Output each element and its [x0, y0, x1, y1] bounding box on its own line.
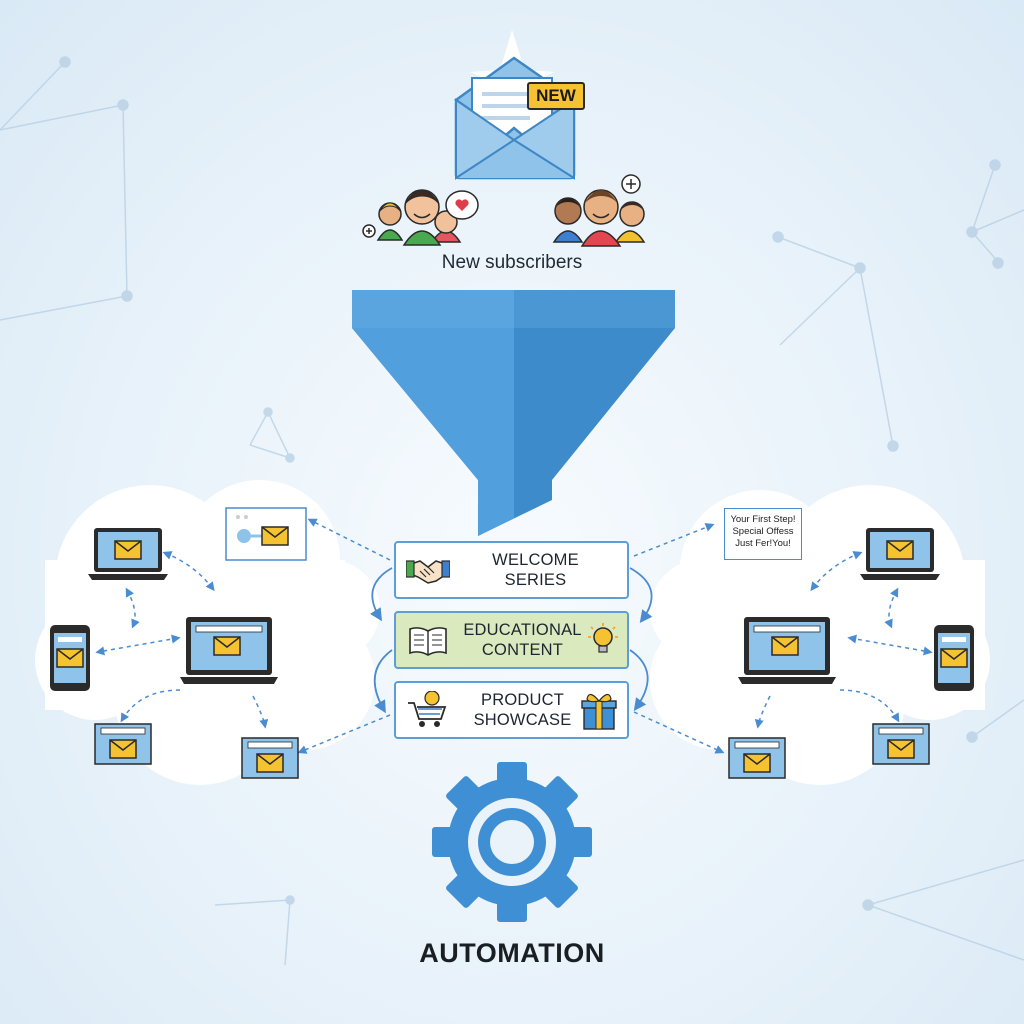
cart-icon — [408, 691, 447, 727]
new-envelope-icon — [453, 30, 577, 180]
stage-line1: WELCOME — [492, 551, 579, 569]
new-badge: NEW — [527, 82, 585, 110]
stage-line2: SHOWCASE — [473, 711, 572, 729]
gift-icon — [581, 693, 617, 730]
promo-note: Your First Step! Special Offess Just Fer… — [724, 508, 802, 560]
note-line3: Just Fer!You! — [735, 538, 791, 549]
stage-welcome-series: WELCOME SERIES — [394, 541, 629, 599]
subscribers-group-left-icon — [362, 189, 479, 246]
stage-line1: PRODUCT — [481, 691, 564, 709]
center-flow-arrows — [369, 567, 653, 714]
background-network — [0, 56, 1024, 966]
right-devices — [729, 528, 974, 778]
stage-educational-content: EDUCATIONAL CONTENT — [394, 611, 629, 669]
funnel-shape — [352, 290, 675, 536]
subscribers-group-right-icon — [552, 174, 646, 247]
left-devices — [50, 507, 307, 778]
stage-line2: CONTENT — [481, 641, 564, 659]
lightbulb-icon — [588, 623, 618, 653]
new-subscribers-label: New subscribers — [441, 252, 583, 273]
note-line2: Special Offess — [732, 526, 794, 537]
stage-product-showcase: PRODUCT SHOWCASE — [394, 681, 629, 739]
automation-label: AUTOMATION — [419, 938, 605, 968]
automation-gear-icon — [432, 762, 592, 922]
note-line1: Your First Step! — [730, 514, 796, 525]
handshake-icon — [406, 560, 450, 584]
stage-line2: SERIES — [504, 571, 567, 589]
stage-line1: EDUCATIONAL — [463, 621, 582, 639]
dashed-arrows — [95, 518, 933, 754]
book-icon — [409, 627, 447, 656]
